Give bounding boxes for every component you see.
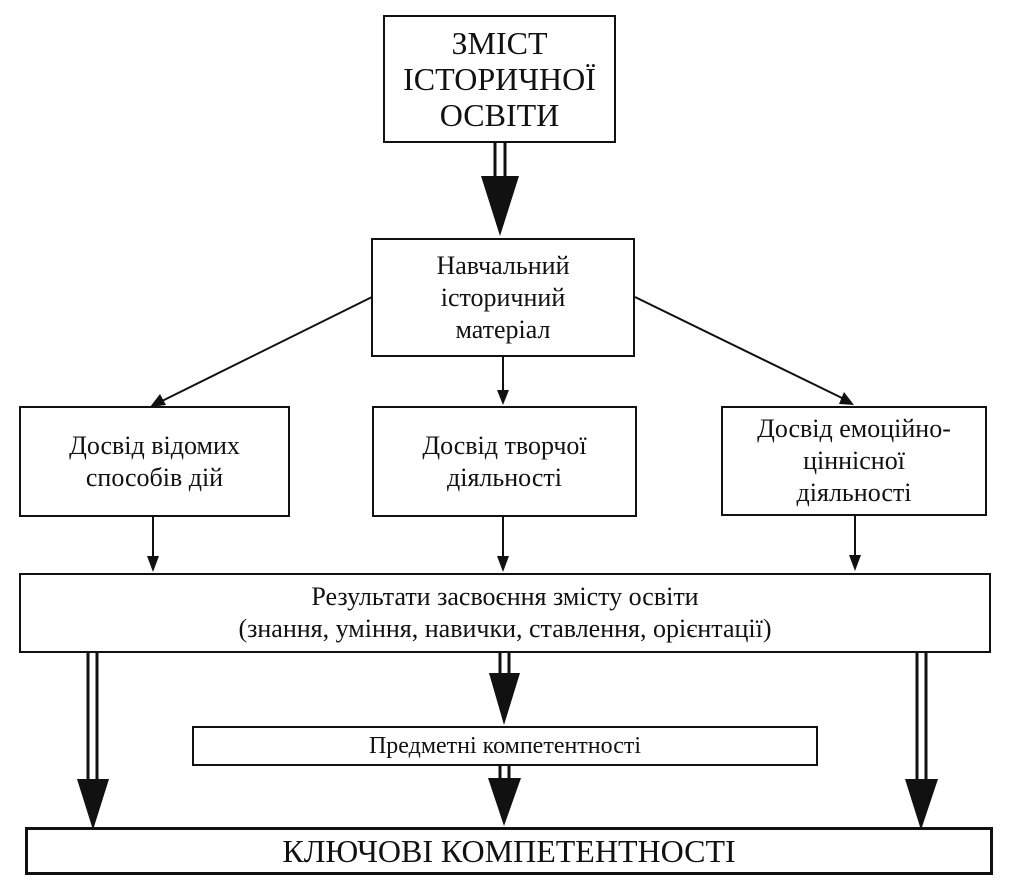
node-label: Досвід емоційно- ціннісної діяльності [757, 414, 951, 507]
node-label: Результати засвоєння змісту освіти (знан… [238, 582, 772, 643]
node-label: Досвід творчої діяльності [422, 430, 587, 492]
edge-subject-to-key [488, 766, 521, 826]
edge-creative-to-results [497, 517, 509, 572]
node-label: Досвід відомих способів дій [69, 430, 240, 492]
node-creative-experience: Досвід творчої діяльності [372, 406, 637, 517]
edge-results-to-subject [489, 653, 520, 725]
node-label: Предметні компетентності [368, 733, 642, 759]
edge-emotional-to-results [849, 516, 861, 571]
edge-content-to-material [481, 143, 519, 236]
node-label: ЗМІСТ ІСТОРИЧНОЇ ОСВІТИ [403, 25, 596, 133]
node-emotional-value-experience: Досвід емоційно- ціннісної діяльності [721, 406, 987, 516]
edge-material-to-known-methods [150, 296, 373, 407]
edge-known-methods-to-results [147, 517, 159, 572]
node-learning-results: Результати засвоєння змісту освіти (знан… [19, 573, 991, 653]
edge-results-to-key-left [77, 653, 109, 830]
edge-material-to-emotional [634, 296, 854, 405]
node-educational-material: Навчальний історичний матеріал [371, 238, 635, 357]
node-subject-competences: Предметні компетентності [192, 726, 818, 766]
node-known-methods-experience: Досвід відомих способів дій [19, 406, 290, 517]
node-label: Навчальний історичний матеріал [436, 250, 570, 344]
node-label: КЛЮЧОВІ КОМПЕТЕНТНОСТІ [282, 833, 736, 869]
edge-material-to-creative [497, 357, 509, 405]
edge-results-to-key-right [905, 653, 938, 830]
node-key-competences: КЛЮЧОВІ КОМПЕТЕНТНОСТІ [25, 827, 993, 875]
node-historical-education-content: ЗМІСТ ІСТОРИЧНОЇ ОСВІТИ [383, 15, 616, 143]
